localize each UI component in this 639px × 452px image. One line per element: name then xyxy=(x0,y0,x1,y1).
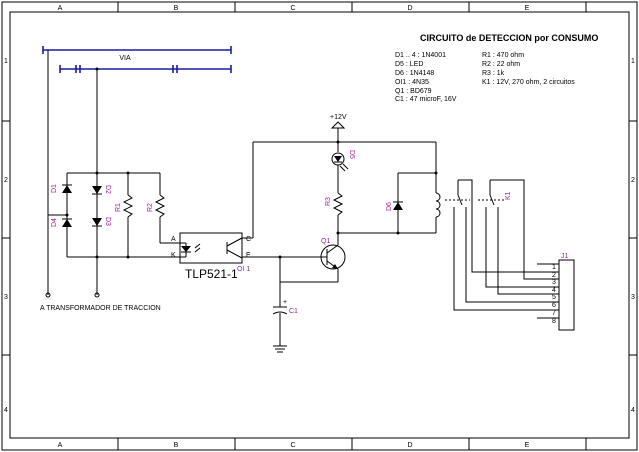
transformer-label: A TRANSFORMADOR DE TRACCION xyxy=(40,305,161,312)
vcc-label: +12V xyxy=(330,114,347,121)
col-label-a-top: A xyxy=(58,5,63,12)
j1-pin-2: 2 xyxy=(552,272,556,279)
j1-pin-6: 6 xyxy=(552,302,556,309)
pin-k-label: K xyxy=(171,252,176,259)
d3-label: D3 xyxy=(104,217,111,226)
part-r1: R1 : 470 ohm xyxy=(482,52,524,59)
d6-label: D6 xyxy=(386,202,393,211)
j1-label: J1 xyxy=(561,253,569,260)
col-label-e-bottom: E xyxy=(525,442,530,449)
part-k1: K1 : 12V, 270 ohm, 2 circuitos xyxy=(482,79,575,86)
part-q1: Q1 : BD679 xyxy=(395,88,432,95)
capacitor-c1: + C1 xyxy=(272,257,298,346)
part-d1-4: D1 .. 4 : 1N4001 xyxy=(395,52,446,59)
row-label-2-left: 2 xyxy=(4,177,8,184)
resistor-r1: R1 xyxy=(115,173,134,257)
col-label-d-bottom: D xyxy=(407,442,412,449)
diode-d4: D4 xyxy=(51,218,72,227)
diode-d1: D1 xyxy=(51,184,72,193)
q1-label: Q1 xyxy=(321,238,330,245)
j1-pin-5: 5 xyxy=(552,294,556,301)
j1-pin-7: 7 xyxy=(552,310,556,317)
parts-list-left: D1 .. 4 : 1N4001 D5 : LED D6 : 1N4148 OI… xyxy=(395,52,457,103)
resistor-r3: R3 xyxy=(325,165,344,233)
pin-e-label: E xyxy=(246,252,251,259)
opto-ref-label: OI 1 xyxy=(237,266,250,273)
col-label-c-top: C xyxy=(290,5,295,12)
pin-c-label: C xyxy=(246,236,251,243)
relay-coil-k1 xyxy=(435,173,441,233)
parts-list-right: R1 : 470 ohm R2 : 22 ohm R3 : 1k K1 : 12… xyxy=(482,52,575,86)
r2-label: R2 xyxy=(147,203,154,212)
diode-d2: D2 xyxy=(92,185,111,195)
row-label-2-right: 2 xyxy=(631,177,635,184)
terminal-right xyxy=(94,292,100,298)
supply-network: +12V D5 R3 D6 xyxy=(242,114,441,239)
bridge-rectifier: A TRANSFORMADOR DE TRACCION D1 D4 D2 xyxy=(40,50,180,312)
part-c1: C1 : 47 microF, 16V xyxy=(395,96,457,103)
k1-label: K1 xyxy=(505,191,512,200)
resistor-r2: R2 xyxy=(147,173,180,244)
ground-symbol xyxy=(273,345,287,353)
col-label-b-bottom: B xyxy=(174,442,179,449)
connector-j1: J1 1 2 3 4 5 6 7 8 xyxy=(537,253,575,331)
r1-label: R1 xyxy=(115,203,122,212)
j1-pin-1: 1 xyxy=(552,264,556,271)
r3-label: R3 xyxy=(325,197,332,206)
j1-pin-3: 3 xyxy=(552,279,556,286)
part-r3: R3 : 1k xyxy=(482,70,505,77)
col-label-d-top: D xyxy=(407,5,412,12)
part-oi1: OI1 : 4N35 xyxy=(395,79,429,86)
via-rails: VIA xyxy=(42,46,232,73)
row-label-4-right: 4 xyxy=(631,407,635,414)
grid-labels: A B C D E A B C D E 1 2 3 4 1 2 3 4 xyxy=(4,5,635,449)
col-label-e-top: E xyxy=(525,5,530,12)
d4-label: D4 xyxy=(51,218,58,227)
col-label-a-bottom: A xyxy=(58,442,63,449)
relay-contacts-k1: K1 xyxy=(445,179,552,311)
terminal-left xyxy=(45,292,51,298)
pin-a-label: A xyxy=(171,236,176,243)
col-label-b-top: B xyxy=(174,5,179,12)
d1-label: D1 xyxy=(51,184,58,193)
part-d6: D6 : 1N4148 xyxy=(395,70,434,77)
diode-d6: D6 xyxy=(386,201,403,211)
row-label-4-left: 4 xyxy=(4,407,8,414)
led-d5: D5 xyxy=(331,142,355,172)
part-r2: R2 : 22 ohm xyxy=(482,61,520,68)
col-label-c-bottom: C xyxy=(290,442,295,449)
diode-d3: D3 xyxy=(92,217,111,227)
j1-pin-8: 8 xyxy=(552,318,556,325)
c1-plus: + xyxy=(283,299,287,306)
row-label-1-left: 1 xyxy=(4,58,8,65)
row-label-3-right: 3 xyxy=(631,294,635,301)
schematic-title: CIRCUITO de DETECCION por CONSUMO xyxy=(420,33,598,43)
opto-part-label: TLP521-1 xyxy=(185,267,238,281)
via-label: VIA xyxy=(119,55,131,62)
d5-label: D5 xyxy=(348,150,355,159)
row-label-3-left: 3 xyxy=(4,294,8,301)
j1-pin-4: 4 xyxy=(552,287,556,294)
part-d5: D5 : LED xyxy=(395,61,423,68)
d2-label: D2 xyxy=(104,185,111,194)
c1-label: C1 xyxy=(289,308,298,315)
row-label-1-right: 1 xyxy=(631,58,635,65)
optocoupler-oi1: A K C E TLP521-1 OI 1 xyxy=(171,232,251,281)
